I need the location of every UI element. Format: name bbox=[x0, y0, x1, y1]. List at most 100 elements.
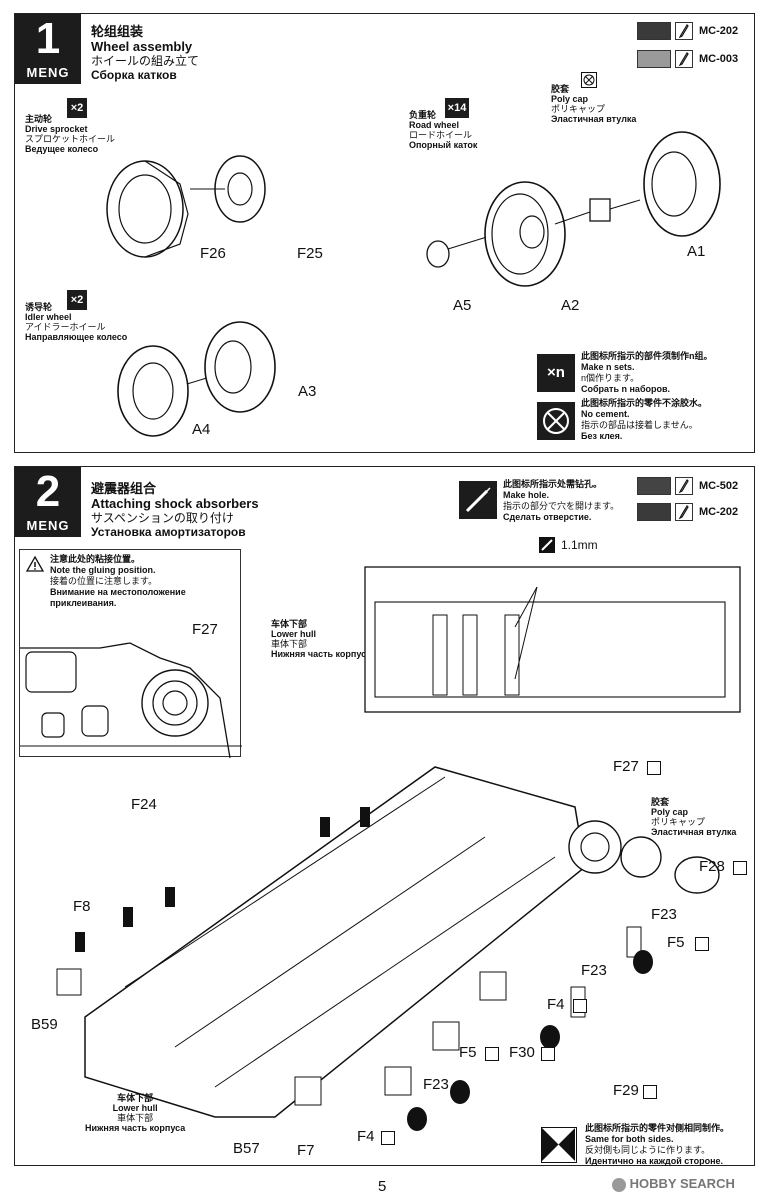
both-sides-mark bbox=[541, 1047, 555, 1061]
part-f24: F24 bbox=[131, 796, 157, 813]
part-f4-b: F4 bbox=[357, 1128, 375, 1145]
part-f5-a: F5 bbox=[667, 934, 685, 951]
part-f7: F7 bbox=[297, 1142, 315, 1159]
part-f27-inset: F27 bbox=[192, 621, 218, 638]
legend-ja: 指示の部分で穴を開けます。 bbox=[503, 501, 620, 511]
drill-hole-text: 此图标所指示处需钻孔。 Make hole. 指示の部分で穴を開けます。 Сде… bbox=[503, 479, 619, 523]
part-f28: F28 bbox=[699, 858, 725, 875]
title-ja: ホイールの組み立て bbox=[91, 54, 200, 68]
label-ru: Нижняя часть корпуса bbox=[85, 1123, 186, 1133]
title-ja: サスペンションの取り付け bbox=[91, 511, 234, 525]
both-sides-legend-icon bbox=[541, 1127, 577, 1163]
label-ja: ポリキャップ bbox=[551, 104, 606, 114]
paint-code: MC-202 bbox=[699, 506, 739, 518]
paint-row-mc502: MC-502 bbox=[637, 477, 747, 497]
gluing-note: 注意此处的粘接位置。 Note the gluing position. 接着の… bbox=[50, 554, 186, 609]
both-sides-mark bbox=[647, 761, 661, 775]
watermark-text: HOBBY SEARCH bbox=[629, 1176, 735, 1191]
legend-zh: 此图标所指示的零件对侧相同制作。 bbox=[585, 1123, 730, 1133]
step-2-title: 避震器组合 Attaching shock absorbers サスペンションの… bbox=[91, 481, 259, 539]
part-f23-b: F23 bbox=[581, 962, 607, 979]
title-en: Attaching shock absorbers bbox=[91, 496, 259, 511]
page-number: 5 bbox=[378, 1178, 387, 1195]
both-sides-text: 此图标所指示的零件对侧相同制作。 Same for both sides. 反対… bbox=[585, 1123, 729, 1167]
legend-zh: 此图标所指示的零件不涂胶水。 bbox=[581, 398, 708, 408]
part-f30: F30 bbox=[509, 1044, 535, 1061]
label-zh: 负重轮 bbox=[409, 110, 437, 120]
step-2-badge: 2 MENG bbox=[15, 467, 81, 537]
part-f26: F26 bbox=[200, 245, 226, 262]
no-cement-text: 此图标所指示的零件不涂胶水。 No cement. 指示の部品は接着しません。 … bbox=[581, 398, 707, 442]
label-zh: 车体下部 bbox=[117, 1093, 154, 1103]
label-ja: ロードホイール bbox=[409, 130, 473, 140]
make-n-sets-icon: ×n bbox=[537, 354, 575, 392]
title-en: Wheel assembly bbox=[91, 39, 193, 54]
label-zh: 主动轮 bbox=[25, 114, 53, 124]
drill-hole-icon bbox=[459, 481, 497, 519]
label-ru: Нижняя часть корпуса bbox=[271, 649, 372, 659]
paint-row-mc003: MC-003 bbox=[637, 50, 747, 70]
label-ru: Направляющее колесо bbox=[25, 332, 128, 342]
legend-ja: 指示の部品は接着しません。 bbox=[581, 420, 698, 430]
part-a4: A4 bbox=[192, 421, 211, 438]
step-number: 2 bbox=[35, 467, 61, 516]
watermark-logo-icon bbox=[612, 1177, 626, 1192]
paint-code: MC-502 bbox=[699, 480, 739, 492]
part-f29: F29 bbox=[613, 1082, 639, 1099]
part-f25: F25 bbox=[297, 245, 323, 262]
note-ja: 接着の位置に注意します。 bbox=[50, 576, 158, 586]
step-number: 1 bbox=[35, 14, 61, 63]
legend-ru: Без клея. bbox=[581, 431, 623, 441]
step-1-title: 轮组组装 Wheel assembly ホイールの組み立て Сборка кат… bbox=[91, 24, 199, 82]
part-a2: A2 bbox=[561, 297, 580, 314]
idler-wheel-label: 诱导轮 Idler wheel アイドラーホイール Направляющее к… bbox=[25, 302, 127, 342]
label-ja: スプロケットホイール bbox=[25, 134, 116, 144]
title-ru: Установка амортизаторов bbox=[91, 525, 246, 539]
quantity-badge: ×2 bbox=[67, 98, 87, 118]
make-n-sets-text: 此图标所指示的部件须制作n组。 Make n sets. n個作ります。 Соб… bbox=[581, 351, 713, 395]
part-f4-a: F4 bbox=[547, 996, 565, 1013]
brush-icon bbox=[675, 477, 693, 495]
paint-swatch bbox=[637, 50, 671, 68]
drive-sprocket-label: 主动轮 Drive sprocket スプロケットホイール Ведущее ко… bbox=[25, 114, 115, 154]
brush-icon bbox=[675, 503, 693, 521]
road-wheel-label: 负重轮 Road wheel ロードホイール Опорный каток bbox=[409, 110, 477, 150]
lower-hull-top-view bbox=[364, 566, 741, 713]
paint-row-mc202: MC-202 bbox=[637, 22, 747, 42]
legend-en: No cement. bbox=[581, 409, 630, 419]
lower-hull-label-bottom: 车体下部 Lower hull 車体下部 Нижняя часть корпус… bbox=[85, 1093, 185, 1133]
poly-cap-label: 胶套 Poly cap ポリキャップ Эластичная втулка bbox=[551, 84, 636, 124]
title-ru: Сборка катков bbox=[91, 68, 177, 82]
note-zh: 注意此处的粘接位置。 bbox=[50, 554, 141, 564]
paint-swatch bbox=[637, 477, 671, 495]
label-zh: 诱导轮 bbox=[25, 302, 53, 312]
legend-ru: Собрать n наборов. bbox=[581, 384, 671, 394]
label-ja: 車体下部 bbox=[271, 639, 308, 649]
step-1-badge: 1 MENG bbox=[15, 14, 81, 84]
idler-wheel-drawing bbox=[117, 321, 276, 437]
part-a5: A5 bbox=[453, 297, 472, 314]
label-ru: Ведущее колесо bbox=[25, 144, 99, 154]
drill-size-label: 1.1mm bbox=[561, 538, 598, 552]
part-f23-a: F23 bbox=[651, 906, 677, 923]
inset-drawing bbox=[20, 642, 242, 759]
note-ru-1: Внимание на местоположение bbox=[50, 587, 186, 597]
drill-small-icon bbox=[539, 537, 555, 553]
label-en: Idler wheel bbox=[25, 312, 72, 322]
part-f23-c: F23 bbox=[423, 1076, 449, 1093]
both-sides-mark bbox=[573, 999, 587, 1013]
legend-ru: Идентично на каждой стороне. bbox=[585, 1156, 724, 1166]
paint-swatch bbox=[637, 503, 671, 521]
both-sides-mark bbox=[695, 937, 709, 951]
part-a3: A3 bbox=[298, 383, 317, 400]
drive-sprocket-drawing bbox=[106, 155, 266, 258]
poly-cap-label: 胶套 Poly cap ポリキャップ Эластичная втулка bbox=[651, 797, 736, 837]
no-cement-icon bbox=[581, 72, 597, 88]
legend-en: Make n sets. bbox=[581, 362, 635, 372]
legend-en: Same for both sides. bbox=[585, 1134, 674, 1144]
paint-swatch bbox=[637, 22, 671, 40]
label-ja: 車体下部 bbox=[117, 1113, 154, 1123]
brand-logo: MENG bbox=[26, 65, 70, 80]
brush-icon bbox=[675, 22, 693, 40]
brand-logo: MENG bbox=[26, 518, 70, 533]
